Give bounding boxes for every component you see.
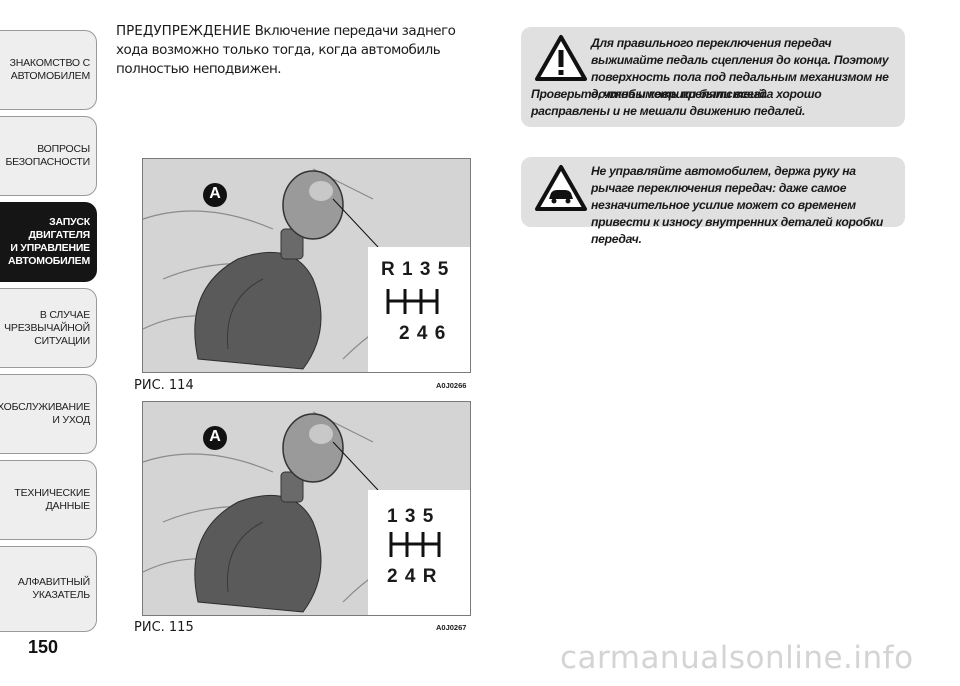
warning-body: Включение передачи заднего хода возможно…: [116, 23, 456, 77]
marker-a-label: A: [209, 185, 221, 202]
reverse-gear-warning-paragraph: ПРЕДУПРЕЖДЕНИЕ Включение передачи заднег…: [116, 22, 486, 79]
sidebar-item-safety[interactable]: ВОПРОСЫ БЕЗОПАСНОСТИ: [0, 116, 97, 196]
figure-caption-115: РИС. 115: [134, 620, 194, 635]
gear-pattern-bottom: 2 4 6: [399, 323, 447, 344]
sidebar-item-technical-data[interactable]: ТЕХНИЧЕСКИЕ ДАННЫЕ: [0, 460, 97, 540]
warning-text: Для правильного переключения передач выж…: [591, 36, 889, 101]
warning-text: Не управляйте автомобилем, держа руку на…: [591, 164, 884, 246]
watermark: carmanualsonline.info: [560, 640, 914, 676]
warning-lead: ПРЕДУПРЕЖДЕНИЕ: [116, 23, 251, 39]
warning-text-continued: Проверьте, чтобы коврики были всегда хор…: [531, 87, 822, 118]
sidebar-item-label: ВОПРОСЫ БЕЗОПАСНОСТИ: [5, 143, 90, 168]
gear-pattern-bottom: 2 4 R: [387, 566, 438, 587]
figure-caption-114: РИС. 114: [134, 378, 194, 393]
gear-lever-illustration: [143, 402, 470, 615]
sidebar-item-emergency[interactable]: В СЛУЧАЕ ЧРЕЗВЫЧАЙНОЙ СИТУАЦИИ: [0, 288, 97, 368]
figure-gear-lever-115: A 1 3 5 2 4 R: [142, 401, 471, 616]
sidebar-item-introduction[interactable]: ЗНАКОМСТВО С АВТОМОБИЛЕМ: [0, 30, 97, 110]
figure-code-115: A0J0267: [436, 623, 467, 632]
sidebar-item-engine-start[interactable]: ЗАПУСК ДВИГАТЕЛЯ И УПРАВЛЕНИЕ АВТОМОБИЛЕ…: [0, 202, 97, 282]
page-number: 150: [28, 637, 59, 657]
gear-lever-illustration: [143, 159, 470, 372]
figure-gear-lever-114: A R 1 3 5 2 4 6: [142, 158, 471, 373]
warning-triangle-icon: [535, 35, 587, 81]
gear-lever-hand-warning-box: Не управляйте автомобилем, держа руку на…: [521, 157, 905, 246]
sidebar-item-maintenance[interactable]: ТЕХОБСЛУЖИВАНИЕ И УХОД: [0, 374, 97, 454]
sidebar-item-label: ТЕХНИЧЕСКИЕ ДАННЫЕ: [14, 487, 90, 512]
sidebar-item-label: ТЕХОБСЛУЖИВАНИЕ И УХОД: [0, 401, 90, 426]
sidebar-item-label: В СЛУЧАЕ ЧРЕЗВЫЧАЙНОЙ СИТУАЦИИ: [4, 308, 90, 347]
figure-code-114: A0J0266: [436, 381, 467, 390]
marker-a-label: A: [209, 428, 221, 445]
gear-pattern-top: 1 3 5: [387, 506, 435, 527]
car-skid-warning-icon: [535, 165, 587, 211]
sidebar-item-label: ЗАПУСК ДВИГАТЕЛЯ И УПРАВЛЕНИЕ АВТОМОБИЛЕ…: [7, 216, 90, 267]
clutch-pedal-warning-box: Для правильного переключения передач выж…: [521, 27, 905, 127]
sidebar-item-label: АЛФАВИТНЫЙ УКАЗАТЕЛЬ: [17, 576, 90, 601]
gear-pattern-top: R 1 3 5: [381, 259, 450, 280]
sidebar-item-label: ЗНАКОМСТВО С АВТОМОБИЛЕМ: [9, 57, 91, 82]
sidebar-item-index[interactable]: АЛФАВИТНЫЙ УКАЗАТЕЛЬ: [0, 546, 97, 632]
